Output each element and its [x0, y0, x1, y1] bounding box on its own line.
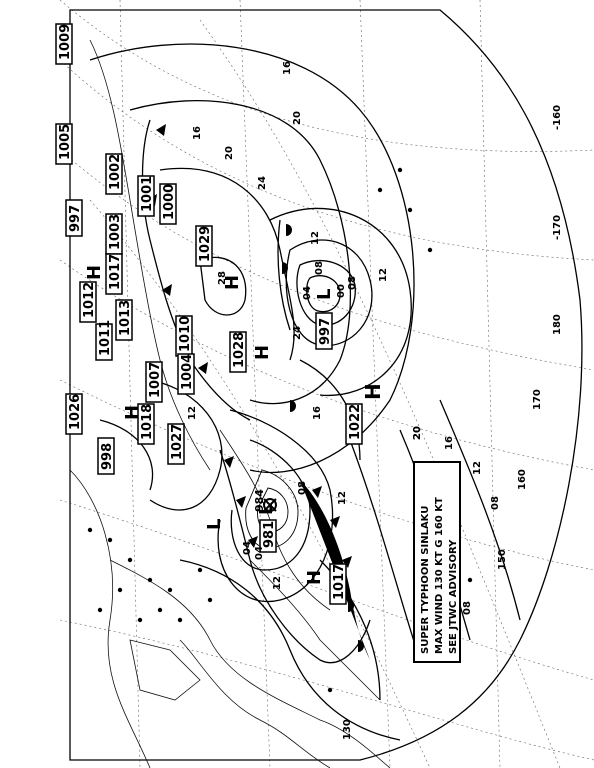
pressure-value: 1018 [140, 404, 155, 440]
warm-front-pip [286, 224, 292, 236]
cold-front-pip [330, 516, 340, 528]
cold-front-pip [156, 124, 166, 136]
pressure-value: 1003 [108, 214, 123, 250]
pressure-value: 1017 [332, 564, 347, 600]
high-center: H [222, 275, 243, 290]
pressure-value: 1011 [98, 320, 113, 356]
pressure-value: 1012 [82, 282, 97, 318]
cold-front-pip [224, 456, 234, 468]
map-boundary [69, 9, 583, 761]
isobar-label: 12 [187, 406, 198, 420]
isobar-label: 12 [272, 576, 283, 590]
pressure-value: 1028 [232, 332, 247, 368]
isobar-label: 04 [302, 286, 313, 300]
isobar-label: 24 [292, 326, 303, 340]
pressure-value: 1010 [178, 316, 193, 352]
high-center: H [361, 383, 385, 400]
pressure-value: 1022 [348, 404, 363, 440]
low-center: L [314, 289, 335, 300]
pressure-value: 1004 [180, 354, 195, 390]
typhoon-symbol [263, 498, 277, 512]
pressure-value: 1002 [108, 154, 123, 190]
advisory-line-1: SUPER TYPHOON SINLAKU [420, 506, 431, 654]
cold-front-pip [342, 556, 352, 568]
pressure-value: 1005 [58, 124, 73, 160]
station-plots [87, 167, 473, 693]
pressure-value: 1000 [162, 184, 177, 220]
pressure-value-boxes: 1009 1005 1002 997 1001 1000 1003 1017 1… [55, 23, 363, 605]
isobar-label: 20 [412, 426, 423, 440]
isobar-label: 20 [292, 111, 303, 125]
isobar-label: 12 [337, 491, 348, 505]
advisory-line-2: MAX WIND 130 KT G 160 KT [434, 497, 445, 654]
isobar-label: 20 [224, 146, 235, 160]
cold-front-pip [248, 536, 258, 548]
pressure-value: 997 [318, 318, 333, 345]
coastlines [69, 39, 391, 768]
isobar-label: 20 [412, 426, 423, 440]
cold-front-pip [312, 486, 322, 498]
isobar-label: 12 [472, 461, 483, 475]
pressure-value: 1027 [170, 424, 185, 460]
pressure-value: 1001 [140, 176, 155, 212]
isobar-label: 16 [444, 436, 455, 450]
cold-front-pip [162, 284, 172, 296]
high-center: H [84, 265, 105, 280]
pressure-value: 981 [262, 521, 277, 548]
longitude-label: 150 [497, 549, 508, 570]
isobar-label: 00 [336, 284, 347, 298]
longitude-label: 160 [517, 469, 528, 490]
pressure-value: 1029 [198, 226, 213, 262]
longitude-label: 180 [552, 314, 563, 335]
isobar-label: 24 [257, 176, 268, 190]
pressure-value: 1013 [118, 300, 133, 336]
high-center: H [304, 570, 325, 585]
isobar-label: 08 [462, 601, 473, 615]
advisory-frame [413, 461, 461, 663]
pressure-value: 984 [253, 489, 266, 512]
isobar-label: 08 [347, 276, 358, 290]
low-center: L [204, 519, 225, 530]
isobar-label: 04 [242, 541, 253, 555]
isobar-labels: 16 20 24 20 16 12 08 12 16 20 24 08 04 0… [187, 61, 501, 615]
graticule [59, 0, 594, 768]
pressure-value: 1009 [58, 24, 73, 60]
isobar-label: 16 [282, 61, 293, 75]
isobar-label: 08 [314, 261, 325, 275]
isobar-label: 08 [490, 496, 501, 510]
warm-front-pip [348, 600, 354, 612]
longitude-label: -160 [552, 105, 563, 130]
pressure-value: 1026 [68, 394, 83, 430]
longitude-label: -170 [552, 215, 563, 240]
isobar-label: 16 [312, 406, 323, 420]
longitude-label: 170 [532, 389, 543, 410]
isobars [89, 43, 521, 741]
isobar-label: 04 [254, 546, 265, 560]
pressure-value: 1007 [148, 362, 163, 398]
isobar-label: 12 [310, 231, 321, 245]
pressure-value: 997 [68, 205, 83, 232]
advisory-line-3: SEE JTWC ADVISORY [448, 539, 459, 654]
cold-front-pip [198, 362, 208, 374]
high-center: H [252, 345, 273, 360]
isobar-label: 08 [297, 481, 308, 495]
typhoon-advisory-box: SUPER TYPHOON SINLAKU MAX WIND 130 KT G … [413, 461, 461, 663]
pressure-value: 998 [100, 443, 115, 470]
pressure-value: 1017 [108, 254, 123, 290]
warm-front-pip [290, 400, 296, 412]
isobar-label: 12 [378, 268, 389, 282]
warm-front-pip [358, 640, 364, 652]
isobar-label: 28 [217, 271, 228, 285]
isobar-label: 16 [192, 126, 203, 140]
longitude-label: 130 [342, 719, 353, 740]
cold-front-pip [236, 496, 246, 508]
warm-front-pip [282, 262, 288, 274]
